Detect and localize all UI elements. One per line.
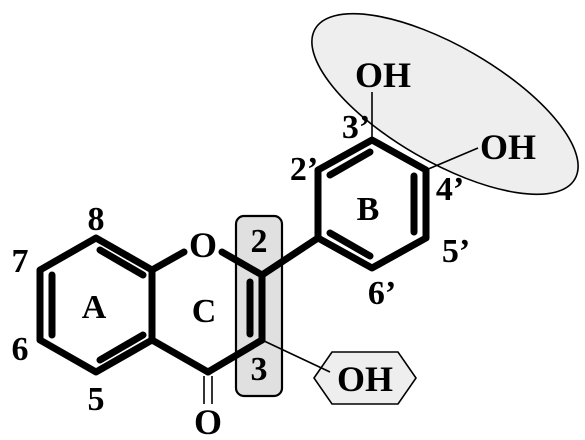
- position-5prime-label: 5’: [442, 233, 470, 270]
- catechol-highlight-ellipse: [311, 12, 579, 196]
- position-2prime-label: 2’: [290, 151, 318, 188]
- position-6-label: 6: [12, 331, 29, 368]
- position-6prime-label: 6’: [368, 275, 396, 312]
- position-4prime-label: 4’: [436, 171, 464, 208]
- ring-a-inner-double-1: [96, 246, 147, 279]
- oh-4prime-label: OH: [480, 127, 536, 167]
- ring-b-label: B: [357, 191, 380, 228]
- position-3-label: 3: [251, 351, 268, 388]
- position-8-label: 8: [88, 201, 105, 238]
- oh-3-label: OH: [337, 359, 393, 399]
- oh-3-hexagon: [313, 351, 417, 405]
- ring-b-inner-double-1: [326, 148, 374, 179]
- ring-oxygen-label: O: [189, 225, 217, 265]
- carbonyl-bond: [203, 376, 213, 404]
- ring-b-bonds: [314, 136, 430, 272]
- ring-a-label: A: [82, 289, 107, 326]
- carbonyl-oxygen-label: O: [194, 402, 222, 440]
- ring-c-label: C: [192, 293, 217, 330]
- ring-c-bonds: [148, 248, 266, 376]
- c2-ring-b-bond: [258, 234, 322, 279]
- position-5-label: 5: [88, 381, 105, 418]
- oh-3prime-label: OH: [355, 55, 411, 95]
- c3-oh-bond: [261, 339, 331, 373]
- position-2-label: 2: [251, 223, 268, 260]
- position-7-label: 7: [12, 243, 29, 280]
- position-3prime-label: 3’: [342, 109, 370, 146]
- oh-4prime-bond: [425, 147, 479, 171]
- ring-a-inner-double-3: [96, 331, 147, 364]
- ring-b-inner-double-3: [326, 229, 374, 260]
